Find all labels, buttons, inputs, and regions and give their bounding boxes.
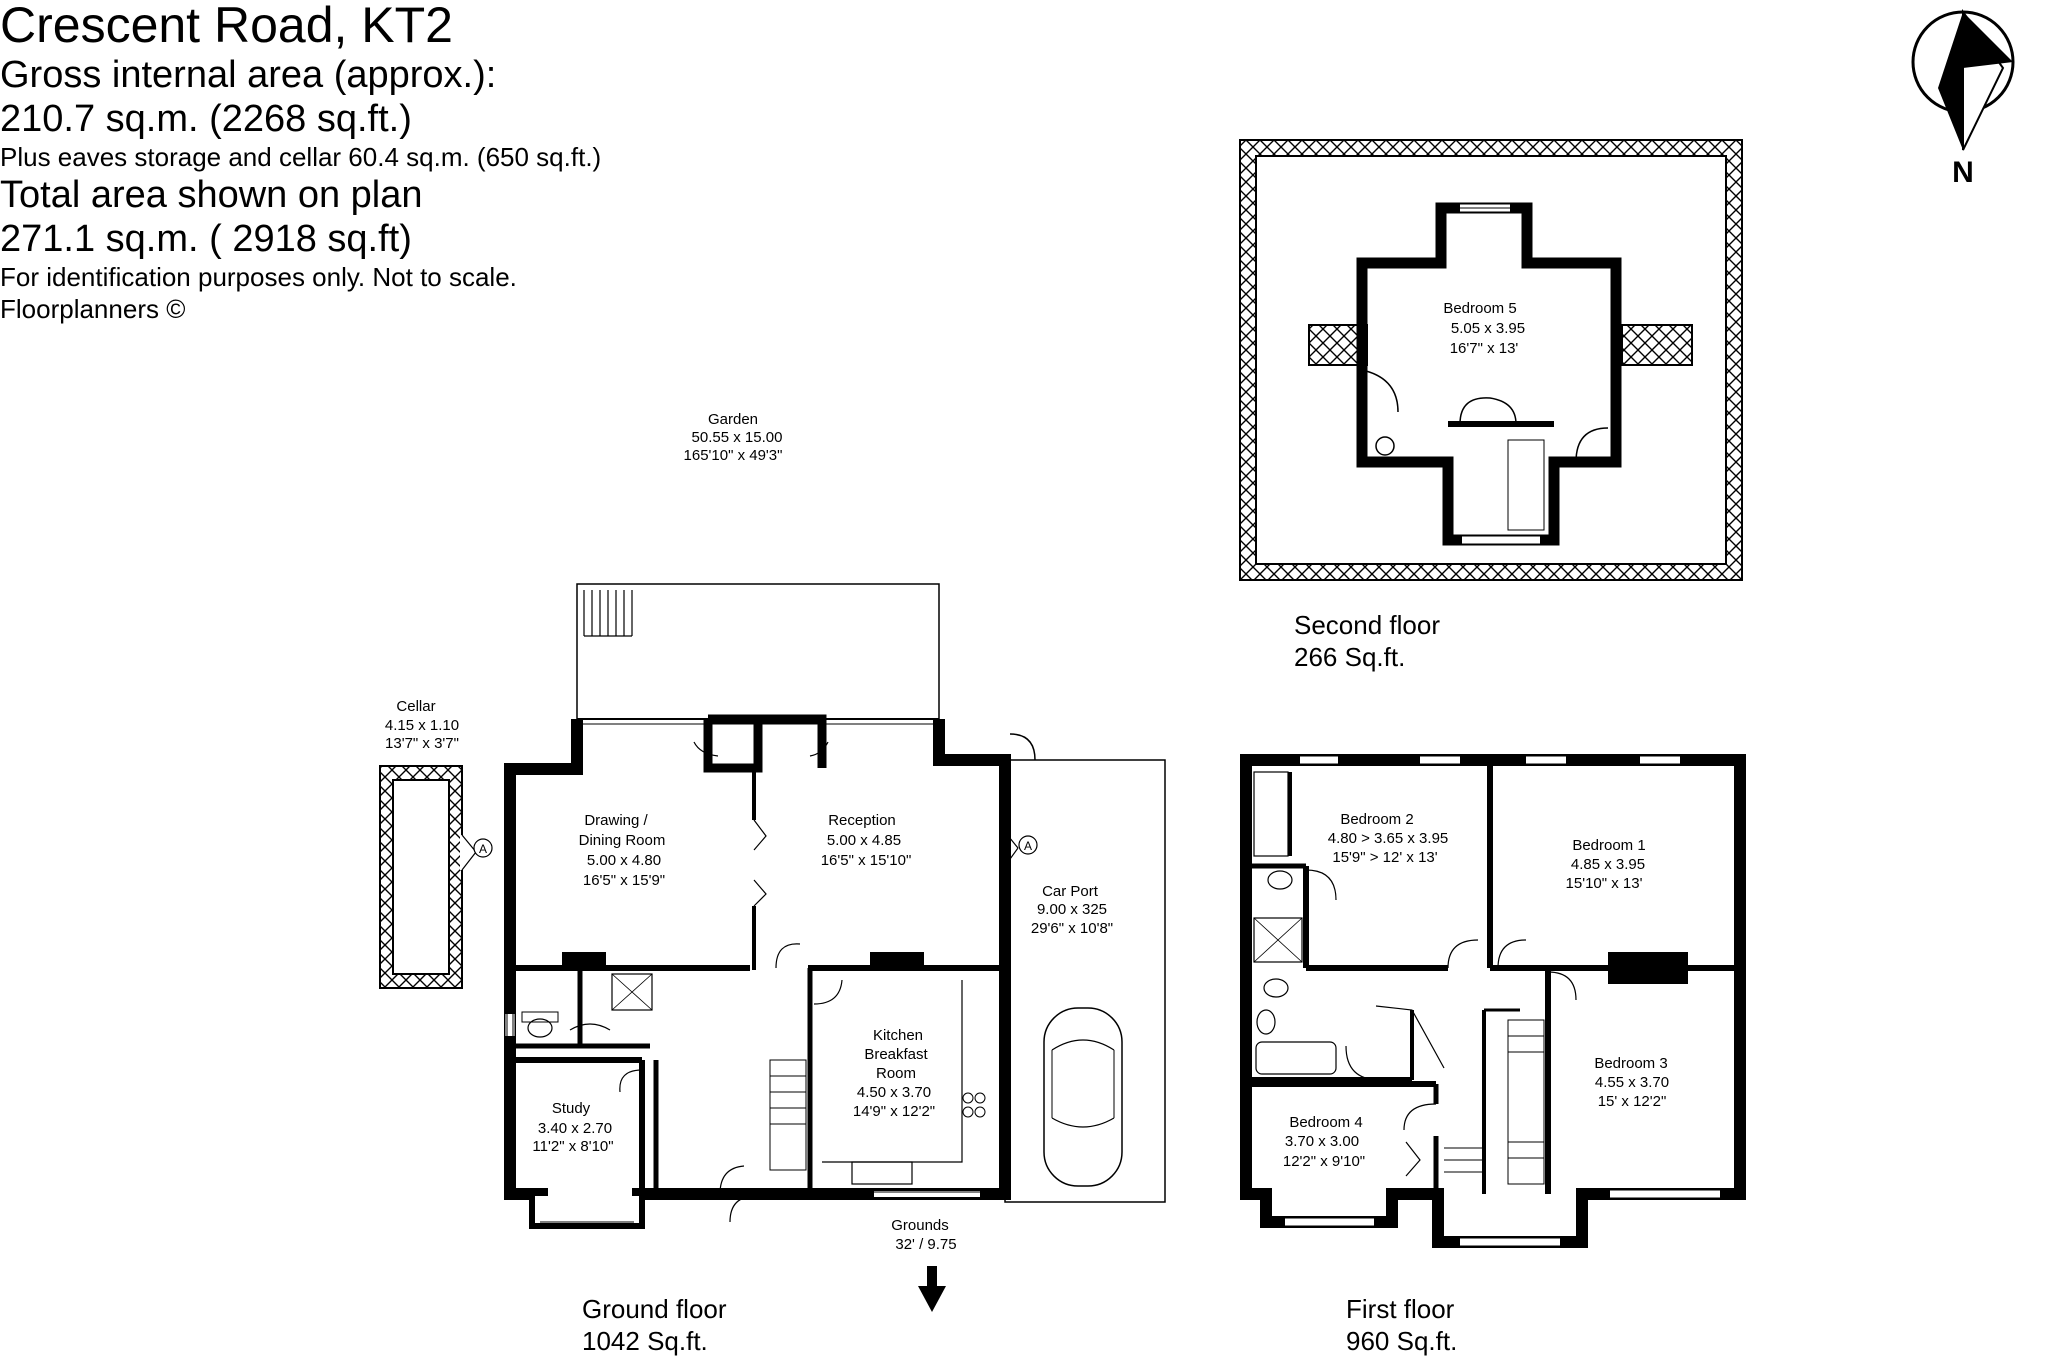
grounds-value: 32' / 9.75 [895,1236,956,1253]
bedroom-2-metric: 4.80 > 3.65 x 3.95 [1328,830,1449,847]
arrow-down-icon [918,1266,946,1312]
disclaimer: For identification purposes only. Not to… [0,262,517,292]
second-floor-area: 266 Sq.ft. [1294,642,1405,672]
compass-north-label: N [1952,156,1974,189]
cellar-metric: 4.15 x 1.10 [385,717,459,734]
kitchen-metric: 4.50 x 3.70 [857,1084,931,1101]
ground-floor-plan: A Drawing / Dining Room 5.00 x 4.80 16'5… [504,583,1166,1229]
drawing-room-line1: Drawing / [584,812,648,829]
second-floor-plan: Bedroom 5 5.05 x 3.95 16'7" x 13' [1239,139,1743,581]
drawing-room-imperial: 16'5" x 15'9" [583,872,665,889]
second-floor-name: Second floor [1294,610,1440,640]
carport-marker-a-label: A [1024,839,1032,853]
garden-name: Garden [708,411,758,428]
bedroom-5-name: Bedroom 5 [1443,300,1516,317]
bedroom-3-metric: 4.55 x 3.70 [1595,1074,1669,1091]
bedroom-5-imperial: 16'7" x 13' [1450,340,1519,357]
reception-imperial: 16'5" x 15'10" [821,852,912,869]
drawing-room-line2: Dining Room [579,832,666,849]
garden-label: Garden 50.55 x 15.00 165'10" x 49'3" [684,411,783,464]
bedroom-3-name: Bedroom 3 [1594,1055,1667,1072]
grounds-name: Grounds [891,1217,949,1234]
kitchen-line1: Kitchen [873,1027,923,1044]
bedroom-2-imperial: 15'9" > 12' x 13' [1332,849,1437,866]
cellar-marker-a [473,838,493,858]
cellar-plan: Cellar 4.15 x 1.10 13'7" x 3'7" A [379,698,493,989]
reception-metric: 5.00 x 4.85 [827,832,901,849]
ground-floor-area: 1042 Sq.ft. [582,1326,708,1356]
ground-floor-name: Ground floor [582,1294,727,1324]
cellar-name: Cellar [396,698,435,715]
study-name: Study [552,1100,591,1117]
car-port-imperial: 29'6" x 10'8" [1031,920,1113,937]
bedroom-1-name: Bedroom 1 [1572,837,1645,854]
bedroom-1-imperial: 15'10" x 13' [1566,875,1643,892]
carport-marker-a [1018,835,1038,855]
eaves-note: Plus eaves storage and cellar 60.4 sq.m.… [0,142,602,172]
first-floor-area: 960 Sq.ft. [1346,1326,1457,1356]
cellar-marker-a-label: A [479,842,487,856]
drawing-room-metric: 5.00 x 4.80 [587,852,661,869]
car-port-name: Car Port [1042,883,1099,900]
garden-metric: 50.55 x 15.00 [692,429,783,446]
total-area-value: 271.1 sq.m. ( 2918 sq.ft) [0,218,412,260]
compass-icon: N [1911,8,2015,189]
property-title: Crescent Road, KT2 [0,0,453,53]
kitchen-line2: Breakfast [864,1046,928,1063]
bedroom-3-imperial: 15' x 12'2" [1598,1093,1667,1110]
cellar-imperial: 13'7" x 3'7" [385,735,459,752]
gross-area-label: Gross internal area (approx.): [0,54,497,96]
bedroom-5-metric: 5.05 x 3.95 [1451,320,1525,337]
first-floor-name: First floor [1346,1294,1455,1324]
study-metric: 3.40 x 2.70 [538,1120,612,1137]
gross-area-value: 210.7 sq.m. (2268 sq.ft.) [0,98,412,140]
bedroom-4-imperial: 12'2" x 9'10" [1283,1153,1365,1170]
car-icon [1043,1007,1123,1187]
bedroom-1-metric: 4.85 x 3.95 [1571,856,1645,873]
bedroom-2-name: Bedroom 2 [1340,811,1413,828]
reception-name: Reception [828,812,896,829]
garden-imperial: 165'10" x 49'3" [684,447,783,464]
kitchen-imperial: 14'9" x 12'2" [853,1103,935,1120]
bedroom-4-name: Bedroom 4 [1289,1114,1362,1131]
study-imperial: 11'2" x 8'10" [532,1138,613,1155]
total-area-label: Total area shown on plan [0,174,423,216]
grounds-label: Grounds 32' / 9.75 [891,1217,956,1253]
car-port-metric: 9.00 x 325 [1037,901,1107,918]
plan-header: Crescent Road, KT2 Gross internal area (… [0,0,601,322]
first-floor-plan: Bedroom 2 4.80 > 3.65 x 3.95 15'9" > 12'… [1240,754,1746,1248]
credit: Floorplanners © [0,294,186,324]
bedroom-4-metric: 3.70 x 3.00 [1285,1133,1359,1150]
kitchen-line3: Room [876,1065,916,1082]
